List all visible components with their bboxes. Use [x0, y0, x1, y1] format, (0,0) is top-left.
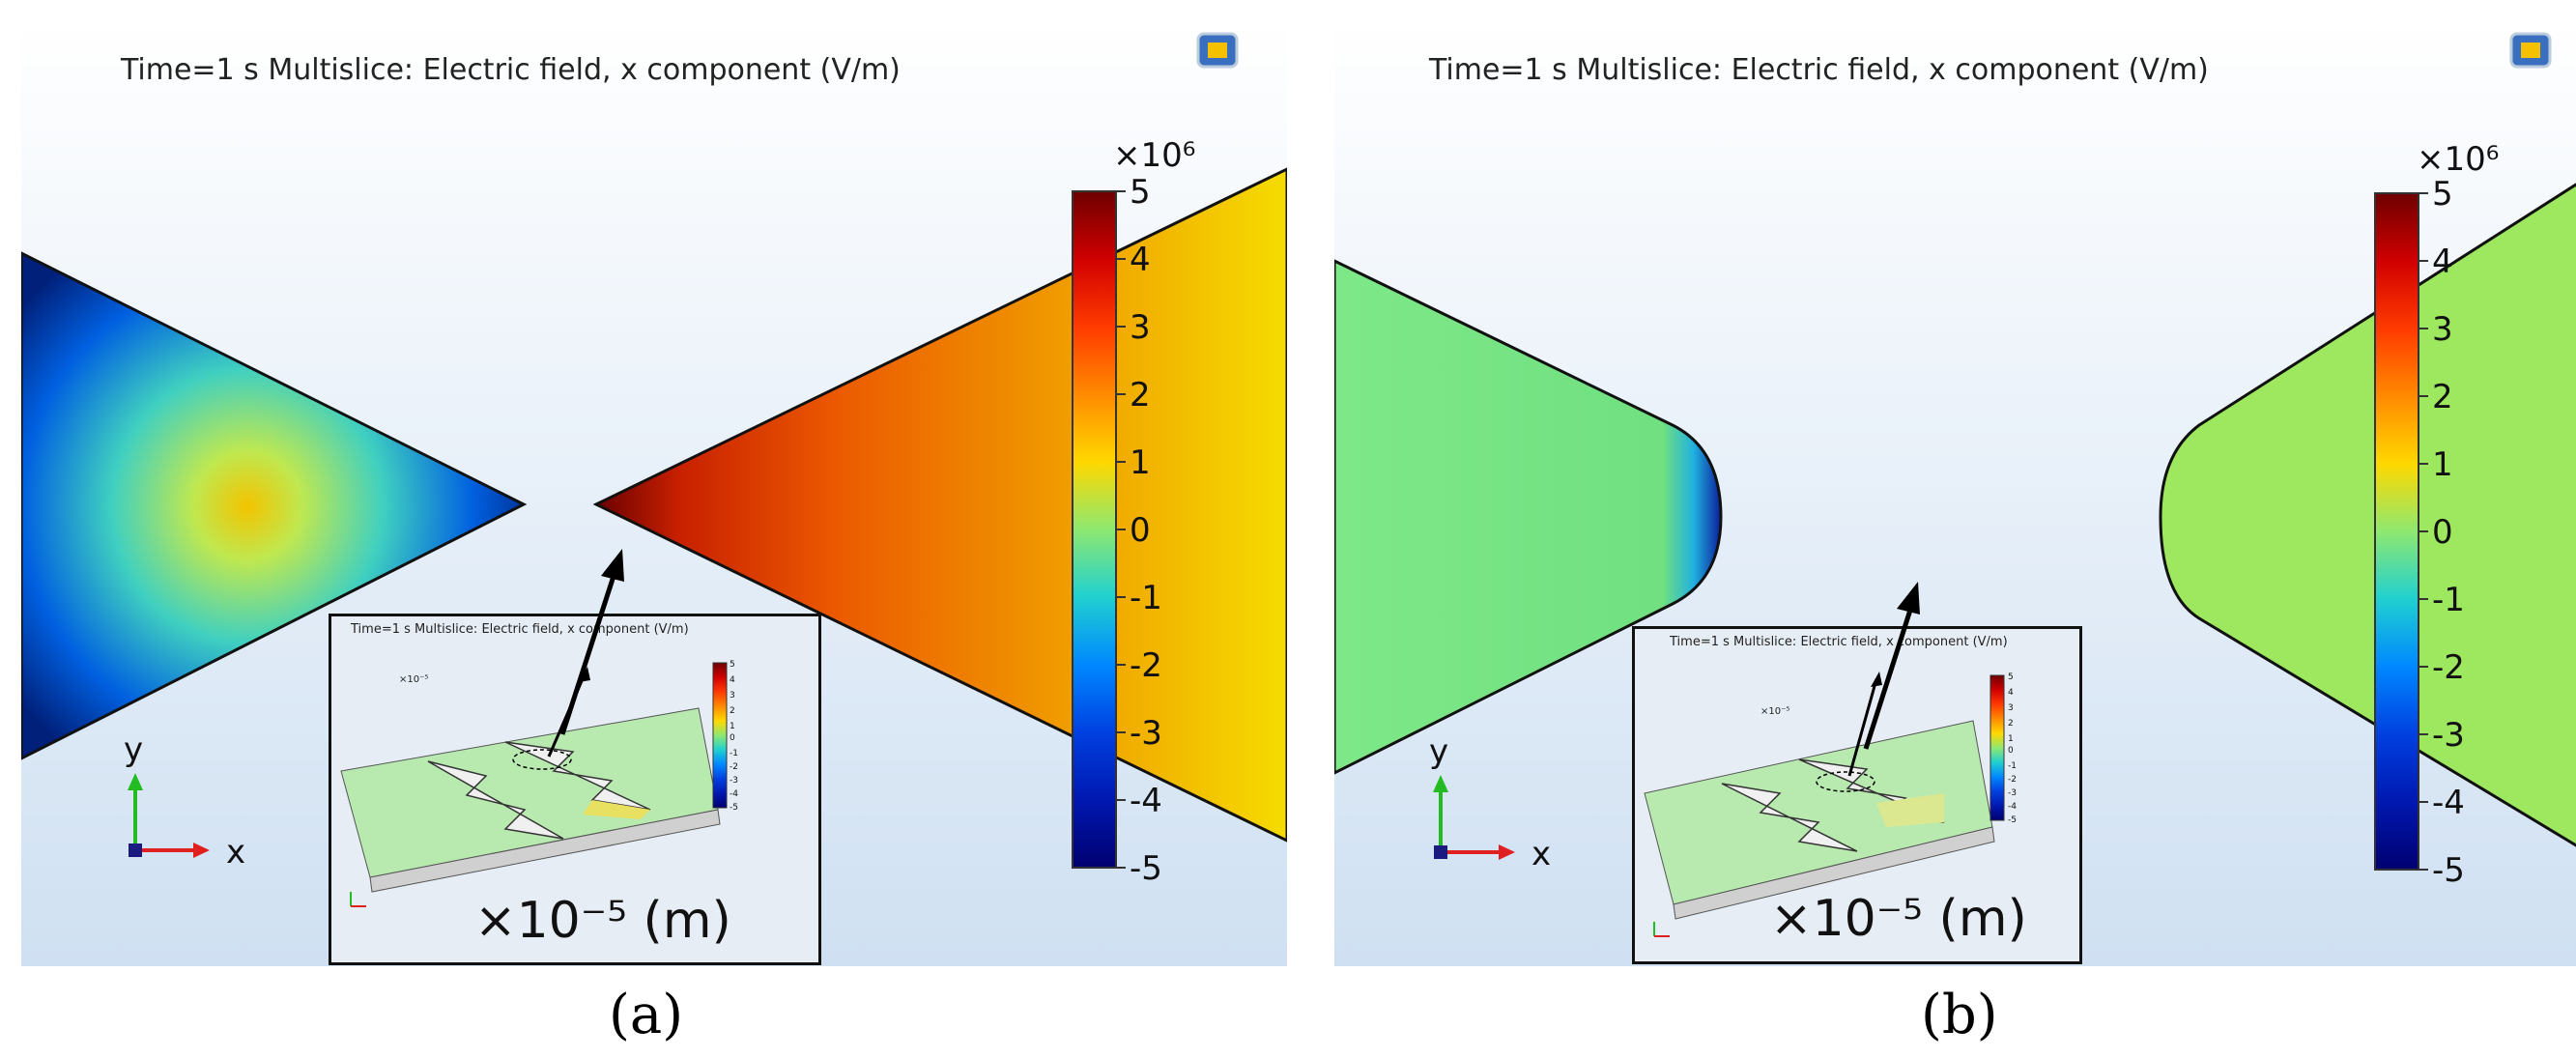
- comsol-logo-icon: [1196, 32, 1239, 69]
- colorbar: ×10⁶ 5 4 3 2 1 0 -1 -2 -3 -4 -5: [1072, 136, 1195, 888]
- svg-text:-1: -1: [2008, 761, 2017, 771]
- axis-triad: y x: [124, 730, 245, 872]
- svg-text:3: 3: [730, 691, 735, 701]
- colorbar-tick-label: -4: [1130, 782, 1162, 820]
- inset-title: Time=1 s Multislice: Electric field, x c…: [1670, 635, 2008, 649]
- colorbar-multiplier: ×10⁶: [1113, 136, 1195, 175]
- plot-title: Time=1 s Multislice: Electric field, x c…: [120, 53, 901, 87]
- subfigure-label-a: (a): [609, 984, 684, 1046]
- svg-text:5: 5: [730, 660, 735, 670]
- inset-panel: 5 4 3 2 1 0 -1 -2 -3 -4 -5 Time=1 s Multislice:…: [1632, 626, 2082, 964]
- svg-text:4: 4: [730, 675, 735, 685]
- colorbar-tick-label: 0: [1130, 511, 1151, 550]
- x-axis-label: x: [1531, 835, 1551, 873]
- svg-text:-3: -3: [2008, 788, 2017, 798]
- colorbar-tick-label: -4: [2432, 784, 2465, 822]
- svg-text:-3: -3: [730, 776, 738, 786]
- panel-a: Time=1 s Multislice: Electric field, x c…: [21, 0, 1287, 966]
- plot-title: Time=1 s Multislice: Electric field, x c…: [1428, 53, 2209, 87]
- colorbar: ×10⁶ 5 4 3 2 1 0 -1 -2 -3 -4 -5: [2374, 140, 2499, 890]
- colorbar-tick-label: 3: [1130, 308, 1151, 347]
- inset-unit-label: ×10⁻⁵ (m): [1770, 890, 2027, 948]
- colorbar-tick-label: -3: [2432, 716, 2465, 755]
- y-axis-label: y: [1429, 732, 1448, 771]
- colorbar-tick-label: 4: [1130, 241, 1151, 279]
- colorbar-tick-label: 0: [2432, 513, 2453, 552]
- inset-3d-view: 5 4 3 2 1 0 -1 -2 -3 -4 -5: [1635, 629, 2079, 961]
- colorbar-tick-label: -5: [1130, 849, 1162, 888]
- svg-text:-5: -5: [2008, 815, 2017, 825]
- inset-panel: 5 4 3 2 1 0 -1 -2 -3 -4 -5 Time=1 s Multislice:…: [329, 614, 821, 965]
- inset-title: Time=1 s Multislice: Electric field, x c…: [351, 622, 689, 637]
- svg-text:-2: -2: [730, 762, 738, 772]
- svg-text:2: 2: [2008, 719, 2014, 729]
- inset-scale-label: ×10⁻⁵: [1760, 706, 1790, 717]
- colorbar-gradient: [1072, 190, 1117, 869]
- inset-unit-label: ×10⁻⁵ (m): [474, 892, 731, 950]
- inset-scale-label: ×10⁻⁵: [399, 674, 429, 685]
- left-electrode-field: [1334, 259, 1723, 775]
- colorbar-tick-label: -1: [1130, 579, 1162, 617]
- colorbar-tick-label: 1: [1130, 443, 1151, 482]
- subfigure-label-b: (b): [1921, 984, 1998, 1046]
- colorbar-multiplier: ×10⁶: [2417, 140, 2499, 179]
- panel-b: Time=1 s Multislice: Electric field, x c…: [1334, 0, 2576, 966]
- colorbar-tick-label: -3: [1130, 714, 1162, 753]
- inset-3d-view: 5 4 3 2 1 0 -1 -2 -3 -4 -5: [331, 616, 818, 962]
- y-axis-label: y: [124, 730, 143, 769]
- svg-text:-4: -4: [2008, 802, 2017, 812]
- colorbar-tick-label: -2: [2432, 648, 2465, 687]
- colorbar-ticks: 5 4 3 2 1 0 -1 -2 -3 -4 -5: [1116, 173, 1162, 888]
- svg-text:-2: -2: [2008, 775, 2017, 785]
- svg-text:2: 2: [730, 706, 735, 716]
- colorbar-tick-label: 3: [2432, 310, 2453, 349]
- colorbar-tick-label: 2: [1130, 376, 1151, 415]
- x-axis-label: x: [226, 833, 245, 872]
- svg-text:3: 3: [2008, 703, 2014, 713]
- colorbar-tick-label: -5: [2432, 851, 2465, 890]
- colorbar-ticks: 5 4 3 2 1 0 -1 -2 -3 -4 -5: [2419, 175, 2465, 890]
- colorbar-gradient: [2374, 192, 2419, 871]
- colorbar-tick-label: 4: [2432, 243, 2453, 281]
- svg-text:4: 4: [2008, 688, 2014, 698]
- colorbar-tick-label: 5: [2432, 175, 2453, 214]
- colorbar-tick-label: 5: [1130, 173, 1151, 212]
- left-electrode-field: [21, 251, 528, 760]
- axis-triad: y x: [1429, 732, 1551, 873]
- svg-text:5: 5: [2008, 672, 2014, 682]
- svg-text:1: 1: [2008, 734, 2014, 744]
- svg-text:1: 1: [730, 722, 735, 731]
- right-electrode-field: [2159, 183, 2576, 847]
- svg-text:-5: -5: [730, 803, 738, 813]
- colorbar-tick-label: 2: [2432, 378, 2453, 416]
- svg-text:-1: -1: [730, 749, 738, 758]
- colorbar-tick-label: 1: [2432, 445, 2453, 484]
- svg-text:0: 0: [730, 733, 735, 743]
- svg-text:-4: -4: [730, 789, 738, 799]
- colorbar-tick-label: -1: [2432, 581, 2465, 619]
- comsol-logo-icon: [2509, 32, 2552, 69]
- colorbar-tick-label: -2: [1130, 646, 1162, 685]
- svg-text:0: 0: [2008, 746, 2014, 756]
